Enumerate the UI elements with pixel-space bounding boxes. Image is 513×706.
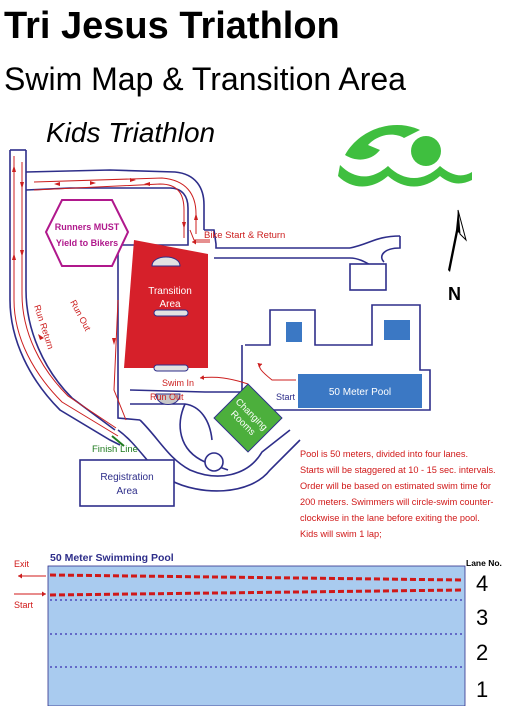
walkway-outline <box>9 149 431 492</box>
registration-area: Registration Area <box>79 459 175 507</box>
start-label: Start <box>14 600 34 610</box>
notes-block: Pool is 50 meters, divided into four lan… <box>300 449 496 539</box>
runners-sign-line2: Yield to Bikers <box>56 238 118 248</box>
note-line: Pool is 50 meters, divided into four lan… <box>300 449 468 459</box>
registration-label-line1: Registration <box>100 472 153 483</box>
note-line: 200 meters. Swimmers will circle-swim co… <box>300 497 493 507</box>
run-out-label-2: Run Out <box>150 392 184 402</box>
finish-line-mark <box>111 435 125 447</box>
pool-building-box-1 <box>286 322 302 342</box>
north-label: N <box>448 284 461 304</box>
registration-label-line2: Area <box>116 486 138 497</box>
transition-label-line1: Transition <box>148 286 192 297</box>
transition-half-circle <box>155 393 181 405</box>
event-name: Kids Triathlon <box>46 117 215 148</box>
changing-rooms: Changing Rooms <box>213 383 283 453</box>
lane-header: Lane No. <box>466 558 502 568</box>
exit-label: Exit <box>14 559 30 569</box>
transition-area: Transition Area <box>124 240 208 372</box>
run-out-label: Run Out <box>68 298 93 333</box>
pool-water <box>47 565 466 706</box>
note-line: Kids will swim 1 lap; <box>300 529 382 539</box>
north-arrow-icon: N <box>448 209 467 304</box>
lane-lines <box>50 599 464 668</box>
utility-building <box>349 263 387 291</box>
lane-number: 3 <box>476 605 488 630</box>
lane-number: 2 <box>476 640 488 665</box>
run-route <box>13 156 210 437</box>
pool-diagram-title: 50 Meter Swimming Pool <box>50 552 174 564</box>
lane-number: 4 <box>476 571 488 596</box>
pool-start-label: Start <box>276 392 296 402</box>
roundabout <box>204 452 224 472</box>
runners-sign-line1: Runners MUST <box>55 222 120 232</box>
note-line: Order will be based on estimated swim ti… <box>300 481 491 491</box>
bike-start-label: Bike Start & Return <box>204 230 285 241</box>
lane-4-swim-route <box>49 573 463 597</box>
swimmer-icon <box>338 124 472 187</box>
page-subtitle: Swim Map & Transition Area <box>4 61 406 97</box>
lane-number: 1 <box>476 677 488 702</box>
pool-start-arrow <box>257 362 296 381</box>
note-line: clockwise in the lane before exiting the… <box>300 513 480 523</box>
pool-label: 50 Meter Pool <box>329 387 391 398</box>
swim-in-label: Swim In <box>162 378 194 388</box>
finish-line-label: Finish Line <box>92 444 138 455</box>
runners-yield-sign: Runners MUST Yield to Bikers <box>44 199 130 267</box>
swim-in-arrow <box>199 375 249 385</box>
page-title: Tri Jesus Triathlon <box>4 5 340 47</box>
transition-label-line2: Area <box>159 299 181 310</box>
note-line: Starts will be staggered at 10 - 15 sec.… <box>300 465 496 475</box>
pool-50m: 50 Meter Pool <box>298 374 422 408</box>
pool-building-box-2 <box>384 320 410 340</box>
